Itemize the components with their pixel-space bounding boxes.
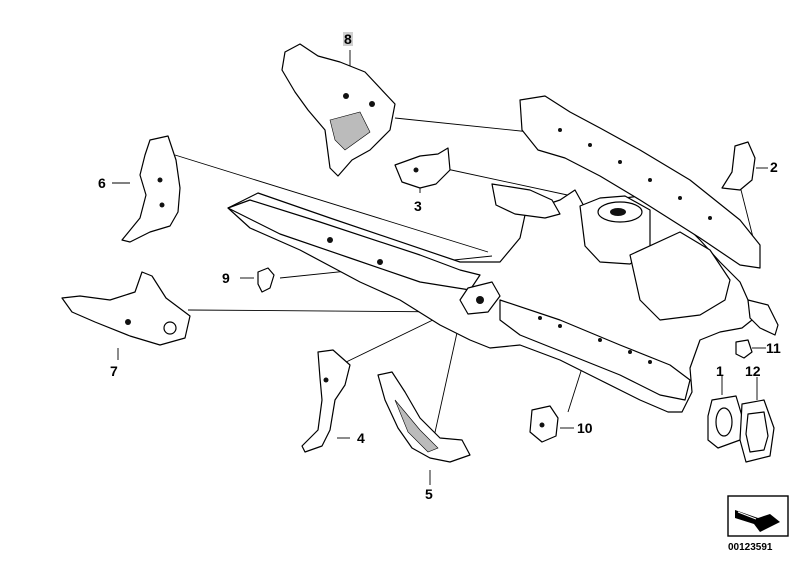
callout-11[interactable]: 11 xyxy=(766,340,781,356)
drawing-code: 00123591 xyxy=(728,542,773,553)
part-4-bracket[interactable] xyxy=(301,349,351,453)
callout-3[interactable]: 3 xyxy=(414,198,422,214)
part-6-pillar[interactable] xyxy=(121,135,181,243)
part-11-grommet[interactable] xyxy=(735,339,753,359)
part-5-member[interactable] xyxy=(377,371,471,463)
callout-9[interactable]: 9 xyxy=(222,270,230,286)
arrow-icon[interactable] xyxy=(727,495,789,537)
part-10-bracket[interactable] xyxy=(529,405,559,443)
front-end-assembly xyxy=(227,95,779,413)
part-1-plate[interactable] xyxy=(707,395,743,449)
part-9-clip[interactable] xyxy=(257,267,275,293)
part-8-bracket[interactable] xyxy=(281,43,396,177)
callout-2[interactable]: 2 xyxy=(770,159,778,175)
callout-1[interactable]: 1 xyxy=(716,363,724,379)
part-12-gasket[interactable] xyxy=(739,399,775,463)
part-3-bracket[interactable] xyxy=(394,147,451,189)
callout-12[interactable]: 12 xyxy=(745,363,761,379)
callout-6[interactable]: 6 xyxy=(98,175,106,191)
callout-8[interactable]: 8 xyxy=(343,31,353,47)
callout-5[interactable]: 5 xyxy=(425,486,433,502)
part-7-bracket[interactable] xyxy=(61,271,191,346)
callout-10[interactable]: 10 xyxy=(577,420,593,436)
callout-7[interactable]: 7 xyxy=(110,363,118,379)
callout-4[interactable]: 4 xyxy=(357,430,365,446)
leader-lines xyxy=(112,50,768,485)
part-2-bracket[interactable] xyxy=(721,141,756,191)
